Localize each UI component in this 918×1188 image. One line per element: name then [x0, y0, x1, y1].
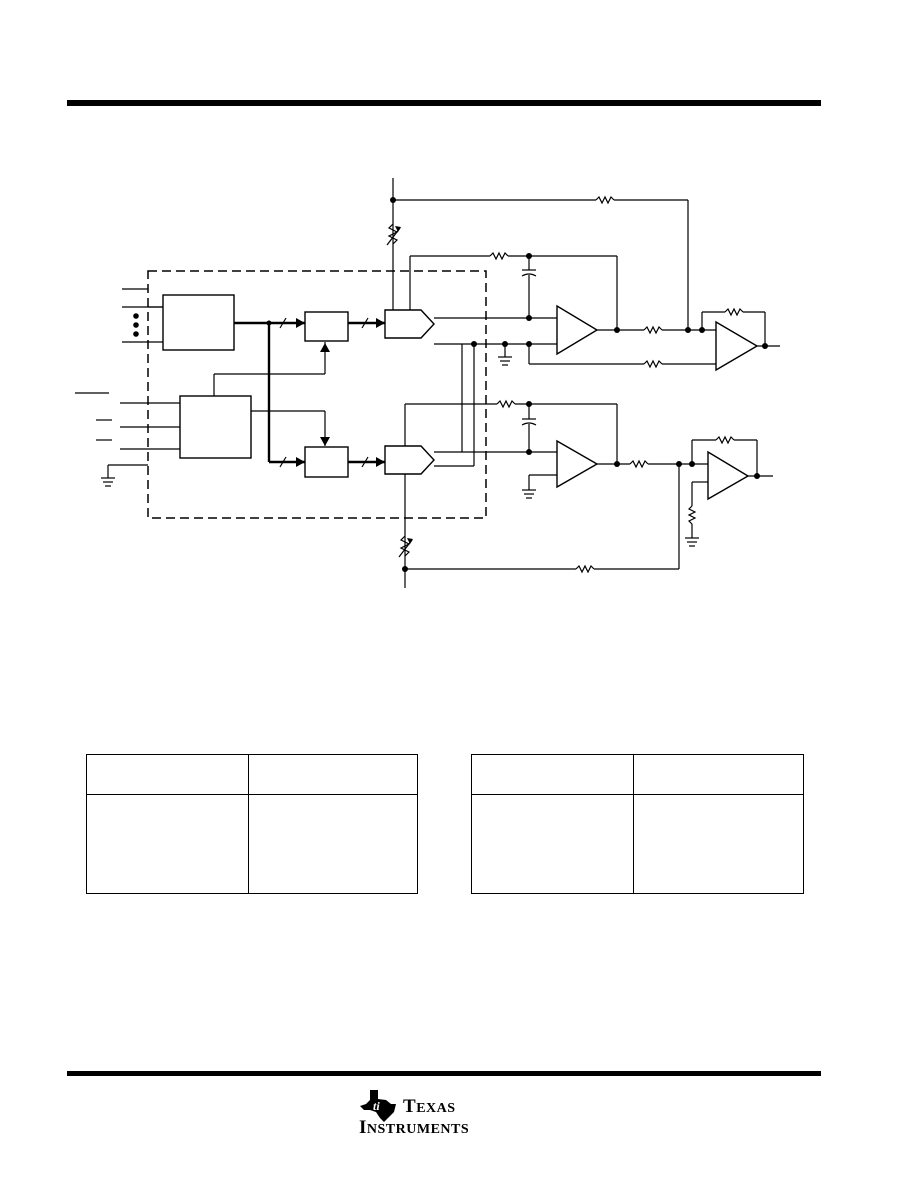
comparator-bottom — [384, 445, 435, 475]
table-cell — [633, 794, 804, 894]
logo-rest-nstruments: NSTRUMENTS — [366, 1122, 470, 1137]
header-rule — [67, 100, 821, 106]
input-block — [162, 294, 235, 351]
svg-text:ti: ti — [373, 1099, 380, 1113]
circuit-schematic — [75, 178, 780, 588]
comparator-top — [384, 309, 435, 339]
texas-state-icon: ti — [360, 1090, 396, 1122]
dac-latch-bottom — [304, 446, 349, 478]
texas-instruments-logo: ti TEXAS INSTRUMENTS — [356, 1086, 516, 1142]
integrator-amp-bottom — [556, 439, 599, 489]
output-amp-bottom — [707, 450, 750, 501]
dac-latch-top — [304, 311, 349, 342]
table-header-cell — [248, 753, 418, 796]
footer-rule — [67, 1071, 821, 1076]
table-header-row — [86, 753, 418, 796]
integrator-amp-top — [556, 304, 599, 356]
logo-initial-t: T — [403, 1096, 417, 1117]
logo-line-1: TEXAS — [403, 1096, 456, 1118]
output-amp-top — [715, 320, 759, 372]
logo-initial-i: I — [359, 1117, 367, 1138]
table-row — [86, 794, 418, 894]
table-header-cell — [633, 753, 804, 796]
table-header-cell — [471, 753, 634, 796]
table-cell — [86, 794, 249, 894]
device-boundary — [147, 270, 487, 519]
table-row — [471, 794, 804, 894]
logo-rest-exas: EXAS — [416, 1101, 456, 1116]
control-block — [179, 395, 252, 459]
table-cell — [248, 794, 418, 894]
logo-line-2: INSTRUMENTS — [359, 1117, 469, 1139]
left-table — [86, 753, 418, 894]
table-header-cell — [86, 753, 249, 796]
table-cell — [471, 794, 634, 894]
table-header-row — [471, 753, 804, 796]
right-table — [471, 753, 804, 894]
